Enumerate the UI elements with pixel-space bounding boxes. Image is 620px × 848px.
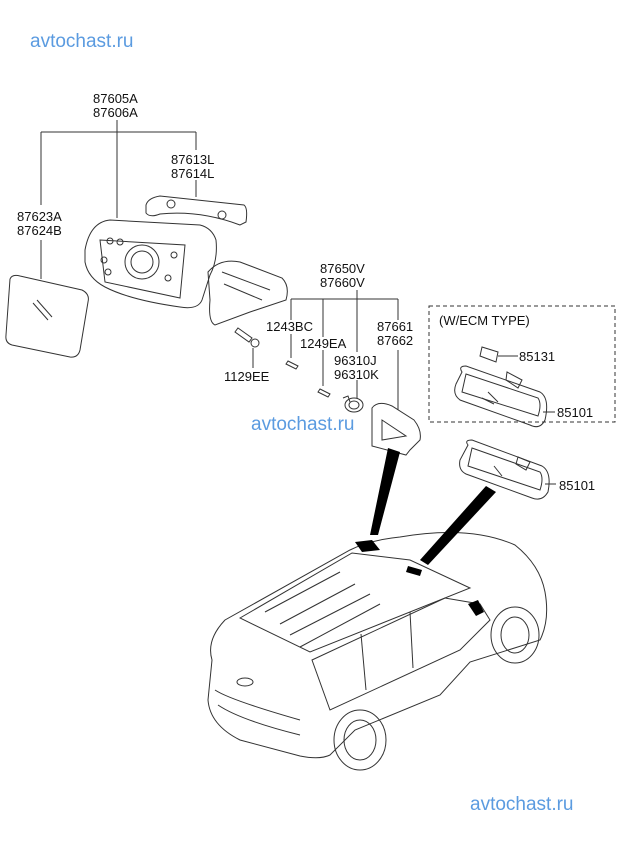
vehicle-side-mirror-mark [355,540,380,552]
label-lamp-bulb: 96310J 96310K [334,354,379,382]
ecm-mirror-part [454,346,555,428]
part-number: 87660V [320,275,365,290]
part-number: 87614L [171,166,215,181]
part-number: 85101 [559,478,596,493]
part-number: 96310J [334,353,377,368]
part-number: 87605A [93,91,138,106]
screw-parts [285,360,331,398]
label-inside-mirror: 85101 [559,479,595,493]
label-mirror-cover: 87613L 87614L [171,153,214,181]
mirror-glass-part [5,274,89,358]
part-number: 87613L [171,152,215,167]
arrow-to-side-mirror [370,448,400,535]
leader-side-repeater [290,290,399,410]
part-number: 87650V [320,261,365,276]
vehicle-inside-mirror-mark [406,566,422,576]
inside-mirror-part [459,439,556,500]
part-number: 85101 [557,405,594,420]
part-number: 1249EA [300,336,347,351]
part-number: 1129EE [224,369,270,384]
part-number: 87662 [377,333,414,348]
part-number: 87623A [17,209,62,224]
ecm-type-note: (W/ECM TYPE) [439,313,530,328]
label-screw-2: 1249EA [300,337,346,351]
watermark-top: avtochast.ru [30,31,134,52]
vehicle-door-mirror-mark [468,600,484,616]
bolt-1129ee-part [234,327,260,368]
label-screw-1: 1243BC [266,320,313,334]
label-lamp-cover: 87661 87662 [377,320,413,348]
label-side-repeater-assy: 87650V 87660V [320,262,365,290]
label-bolt: 1129EE [224,370,269,384]
watermark-bottom: avtochast.ru [470,794,574,815]
label-outside-mirror-assy: 87605A 87606A [93,92,138,120]
label-ecm-mirror: 85101 [557,406,593,420]
pointer-arrows [355,448,496,616]
leader-outside-mirror [40,120,197,279]
part-number: 87624B [17,223,62,238]
label-mirror-glass: 87623A 87624B [17,210,62,238]
label-ecm-cover: 85131 [519,350,555,364]
part-number: 87606A [93,105,138,120]
bulb-socket-part [342,395,364,413]
mirror-cover-part [145,195,248,226]
lamp-cover-part [371,402,421,456]
part-number: 1243BC [266,319,313,334]
part-number: 87661 [377,319,414,334]
watermark-middle: avtochast.ru [251,414,355,435]
outside-mirror-housing [84,219,288,326]
part-number: 85131 [519,349,556,364]
part-number: 96310K [334,367,379,382]
arrow-to-inside-mirror [420,486,496,565]
vehicle-outline [207,532,548,771]
